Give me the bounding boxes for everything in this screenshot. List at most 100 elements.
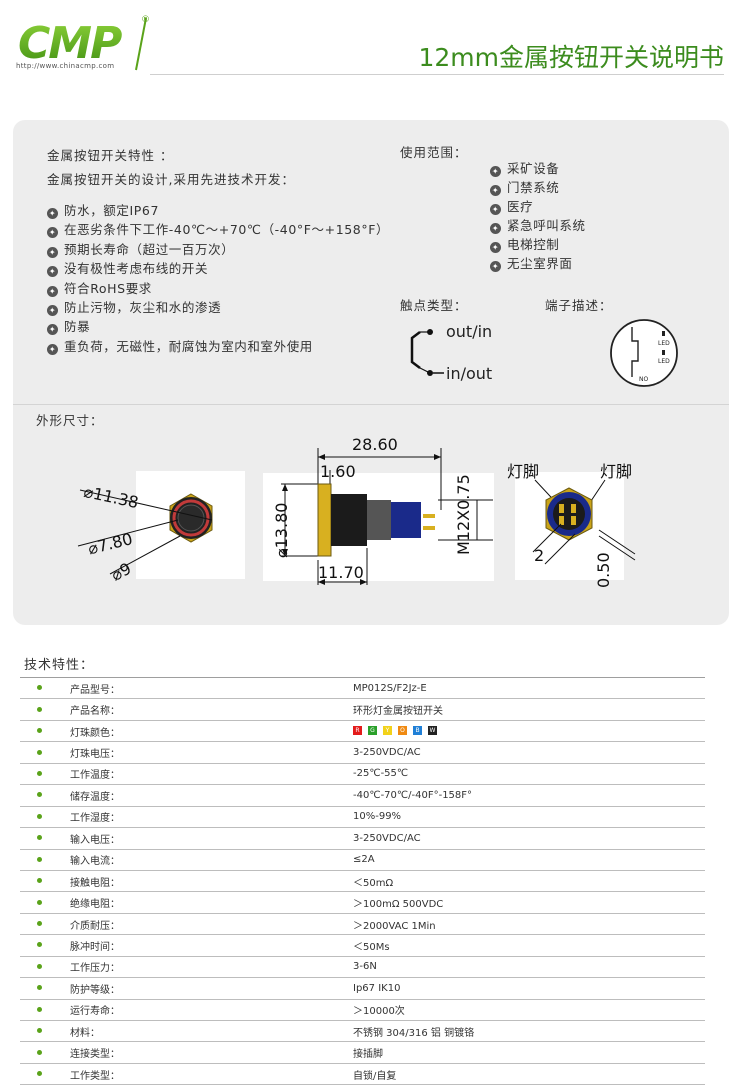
specs-heading: 技术特性： xyxy=(24,658,95,673)
bullet-dot-icon xyxy=(37,856,42,862)
table-row: 脉冲时间：＜50Ms xyxy=(20,934,705,957)
table-row: 工作温度：-25℃-55℃ xyxy=(20,763,705,786)
bullet-dot-icon xyxy=(37,813,42,819)
usage-item: ✦无尘室界面 xyxy=(490,256,573,272)
bullet-dot-icon xyxy=(37,963,42,969)
feature-item: ✦防止污物，灰尘和水的渗透 xyxy=(47,299,222,316)
table-row: 绝缘电阻：＞100mΩ 500VDC xyxy=(20,891,705,914)
star-bullet-icon: ✦ xyxy=(490,223,501,234)
registered-mark: ® xyxy=(141,15,150,25)
table-row: 防护等级：Ip67 IK10 xyxy=(20,977,705,1000)
swatch-blue: B xyxy=(413,726,422,736)
swatch-orange: O xyxy=(398,726,407,736)
table-row: 产品名称：环形灯金属按钮开关 xyxy=(20,698,705,721)
dim-length-28-60: 28.60 xyxy=(352,435,398,454)
lamp-pin-right-label: 灯脚 xyxy=(600,462,633,481)
usage-list: ✦采矿设备 ✦门禁系统 ✦医疗 ✦紧急呼叫系统 ✦电梯控制 ✦无尘室界面 xyxy=(490,159,586,273)
lamp-pin-left-label: 灯脚 xyxy=(507,462,540,481)
dim-thread-m12: M12X0.75 xyxy=(454,474,473,555)
back-view-drawing xyxy=(532,479,636,565)
contact-top-label: out/in xyxy=(446,322,493,341)
table-row: 工作湿度：10%-99% xyxy=(20,806,705,829)
table-row: 灯珠电压：3-250VDC/AC xyxy=(20,741,705,764)
table-row: 材料：不锈钢 304/316 铝 铜镀铬 xyxy=(20,1020,705,1043)
dim-pitch-2: 2 xyxy=(534,546,545,565)
front-view-drawing xyxy=(77,489,213,575)
table-row: 产品型号：MP012S/F2Jz-E xyxy=(20,676,705,700)
bullet-dot-icon xyxy=(37,749,42,755)
specs-table: 产品型号：MP012S/F2Jz-E 产品名称：环形灯金属按钮开关 灯珠颜色： … xyxy=(20,676,705,1086)
star-bullet-icon: ✦ xyxy=(47,227,58,239)
swatch-green: G xyxy=(368,726,377,736)
feature-item: ✦没有极性考虑布线的开关 xyxy=(47,261,209,278)
bullet-dot-icon xyxy=(37,1049,42,1055)
contact-diagram xyxy=(410,329,444,376)
table-row: 输入电流：≤2A xyxy=(20,849,705,871)
table-row: 储存温度：-40℃-70℃/-40F°-158F° xyxy=(20,784,705,807)
contact-bottom-label: in/out xyxy=(446,364,493,383)
dim-diameter-13-80: ⌀13.80 xyxy=(272,502,291,558)
feature-item: ✦符合RoHS要求 xyxy=(47,280,152,297)
bullet-dot-icon xyxy=(37,770,42,776)
usage-item: ✦紧急呼叫系统 xyxy=(490,218,586,234)
table-row: 运行寿命：＞10000次 xyxy=(20,999,705,1022)
logo-text: CMP xyxy=(18,18,122,69)
bullet-dot-icon xyxy=(37,921,42,927)
star-bullet-icon: ✦ xyxy=(47,208,58,219)
header: CMP ® http://www.chinacmp.com 12mm金属按钮开关… xyxy=(0,0,750,90)
table-row: 工作压力：3-6N xyxy=(20,956,705,979)
dim-flange-1-60: 1.60 xyxy=(320,462,356,481)
star-bullet-icon: ✦ xyxy=(47,324,58,336)
dim-width-0-50: 0.50 xyxy=(594,552,613,588)
cmp-logo: CMP ® xyxy=(18,15,150,71)
terminal-diagram: LED LED NO xyxy=(610,319,678,387)
usage-item: ✦医疗 xyxy=(490,199,534,215)
no-label: NO xyxy=(639,376,648,383)
star-bullet-icon: ✦ xyxy=(47,304,58,316)
feature-item: ✦防水，额定IP67 xyxy=(47,203,160,219)
feature-item: ✦在恶劣条件下工作-40℃～+70℃（-40°F～+158°F） xyxy=(47,222,390,239)
swatch-yellow: Y xyxy=(383,726,392,736)
bullet-dot-icon xyxy=(37,985,42,991)
features-intro: 金属按钮开关的设计,采用先进技术开发： xyxy=(47,172,295,187)
bullet-dot-icon xyxy=(37,899,42,905)
star-bullet-icon: ✦ xyxy=(490,204,501,215)
bullet-dot-icon xyxy=(37,835,42,841)
side-view-drawing xyxy=(281,448,493,585)
feature-item: ✦重负荷，无磁性，耐腐蚀为室内和室外使用 xyxy=(47,338,313,355)
table-row: 介质耐压：＞2000VAC 1Min xyxy=(20,913,705,936)
logo-url: http://www.chinacmp.com xyxy=(16,62,115,70)
document-title: 12mm金属按钮开关说明书 xyxy=(418,43,724,72)
bullet-dot-icon xyxy=(37,792,42,798)
bullet-dot-icon xyxy=(37,685,42,691)
title-divider xyxy=(150,74,724,75)
swatch-red: R xyxy=(353,726,362,736)
star-bullet-icon: ✦ xyxy=(47,246,58,258)
table-row: 连接类型：接插脚 xyxy=(20,1041,705,1064)
contact-type-label: 触点类型： xyxy=(400,298,468,313)
feature-item: ✦预期长寿命（超过一百万次） xyxy=(47,241,235,258)
swatch-white: W xyxy=(428,726,437,736)
table-row: 接触电阻：＜50mΩ xyxy=(20,870,705,893)
panel-divider xyxy=(13,404,729,405)
bullet-dot-icon xyxy=(37,1028,42,1034)
usage-item: ✦门禁系统 xyxy=(490,180,560,196)
usage-item: ✦电梯控制 xyxy=(490,237,560,253)
bullet-dot-icon xyxy=(37,878,42,884)
star-bullet-icon: ✦ xyxy=(490,185,501,196)
bullet-dot-icon xyxy=(37,1071,42,1077)
table-row: 工作类型：自锁/自复 xyxy=(20,1063,705,1086)
star-bullet-icon: ✦ xyxy=(47,266,58,278)
led-label-1: LED xyxy=(658,340,670,347)
features-list: ✦防水，额定IP67 ✦在恶劣条件下工作-40℃～+70℃（-40°F～+158… xyxy=(47,201,389,356)
features-heading: 金属按钮开关特性 ： xyxy=(47,148,174,163)
usage-heading: 使用范围： xyxy=(400,145,468,160)
table-row: 输入电压：3-250VDC/AC xyxy=(20,827,705,850)
star-bullet-icon: ✦ xyxy=(490,242,501,253)
dimensions-label: 外形尺寸： xyxy=(36,413,104,428)
bullet-dot-icon xyxy=(37,728,42,734)
bullet-dot-icon xyxy=(37,706,42,712)
led-label-2: LED xyxy=(658,358,670,365)
